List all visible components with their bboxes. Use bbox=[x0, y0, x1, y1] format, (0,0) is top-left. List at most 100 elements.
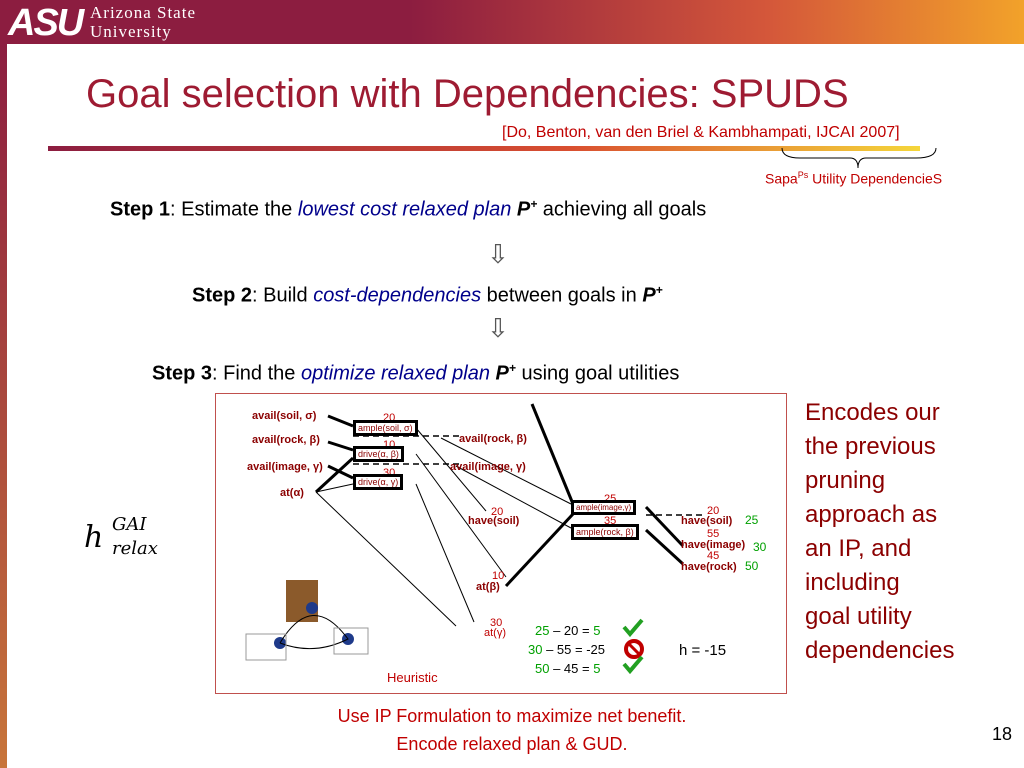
calc-a: 30 bbox=[528, 642, 543, 657]
left-accent-bar bbox=[0, 44, 7, 768]
step-3-emph: optimize relaxed plan bbox=[300, 362, 496, 385]
side-line: pruning bbox=[805, 467, 886, 494]
cost: 20 bbox=[707, 505, 720, 517]
action-box: ample(soil, σ) bbox=[353, 420, 418, 436]
left-label: at(α) bbox=[280, 487, 304, 499]
utility: 50 bbox=[745, 559, 759, 573]
step-3: Step 3: Find the optimize relaxed plan P… bbox=[152, 361, 679, 386]
calc-row: 30 – 55 = -25 bbox=[528, 642, 605, 657]
route-edge bbox=[279, 615, 349, 650]
calc-a: 50 bbox=[535, 661, 550, 676]
step-2: Step 2: Build cost-dependencies between … bbox=[192, 283, 663, 308]
step-3-plus: + bbox=[508, 361, 516, 375]
calc-r: 5 bbox=[593, 661, 601, 676]
down-arrow-icon: ⇩ bbox=[487, 240, 509, 270]
relaxed-plan-diagram: avail(soil, σ) avail(rock, β) avail(imag… bbox=[215, 393, 787, 694]
step-1-p: P bbox=[516, 198, 531, 221]
edge bbox=[327, 440, 354, 452]
edge bbox=[504, 512, 575, 588]
slide-title: Goal selection with Dependencies: SPUDS bbox=[86, 72, 849, 116]
node-icon bbox=[306, 602, 318, 614]
step-1-plus: + bbox=[530, 197, 538, 211]
step-2-plus: + bbox=[655, 283, 663, 297]
edge bbox=[644, 505, 685, 548]
calc-row: 25 – 20 = 5 bbox=[535, 623, 600, 638]
university-name: Arizona State University bbox=[90, 3, 196, 41]
diagram-edges bbox=[245, 403, 706, 675]
sapa-rest: Utility DependencieS bbox=[808, 170, 943, 187]
edge bbox=[455, 465, 572, 529]
side-line: Encodes our bbox=[805, 399, 940, 426]
goal-label: have(soil) bbox=[681, 515, 733, 527]
step-3-p: P bbox=[495, 362, 509, 385]
edge bbox=[315, 483, 354, 493]
step-2-label: Step 2 bbox=[192, 284, 253, 307]
inset-box bbox=[245, 633, 287, 661]
step-1-label: Step 1 bbox=[110, 198, 171, 221]
sapa-sup: Ps bbox=[797, 170, 809, 180]
h-value: h = -15 bbox=[679, 642, 727, 659]
step-3-label: Step 3 bbox=[152, 362, 213, 385]
inset-box bbox=[333, 627, 369, 655]
h-base: h bbox=[84, 520, 104, 555]
h-sup: GAI bbox=[112, 514, 147, 535]
header-banner bbox=[0, 0, 1024, 44]
step-2-post: between goals in bbox=[481, 284, 643, 307]
heuristic-symbol: h GAI relax bbox=[84, 514, 158, 559]
bottom-line: Use IP Formulation to maximize net benef… bbox=[337, 706, 687, 726]
step-2-text: : Build bbox=[252, 284, 314, 307]
edge bbox=[315, 491, 457, 627]
calc-a: 25 bbox=[535, 623, 550, 638]
step-1-post: achieving all goals bbox=[537, 198, 707, 221]
calc-op: – 55 = -25 bbox=[542, 642, 605, 657]
action-box: drive(α, γ) bbox=[353, 474, 404, 490]
calc-op: – 45 = bbox=[549, 661, 594, 676]
asu-logo: ASU bbox=[8, 2, 84, 44]
side-line: dependencies bbox=[805, 637, 955, 664]
prohibited-icon bbox=[624, 639, 644, 659]
mid-label: avail(rock, β) bbox=[459, 433, 527, 445]
side-text: Encodes our the previous pruning approac… bbox=[805, 396, 954, 668]
edge bbox=[415, 453, 507, 578]
brace-icon bbox=[781, 147, 937, 169]
cost: 10 bbox=[492, 570, 505, 582]
checkmark-icon bbox=[622, 655, 644, 675]
step-1-text: : Estimate the bbox=[170, 198, 298, 221]
h-sub: relax bbox=[112, 538, 158, 559]
mid-label: at(β) bbox=[476, 581, 500, 593]
side-line: goal utility bbox=[805, 603, 912, 630]
edge bbox=[415, 483, 475, 623]
side-line: an IP, and bbox=[805, 535, 912, 562]
down-arrow-icon: ⇩ bbox=[487, 314, 509, 344]
mid-label: have(soil) bbox=[468, 515, 520, 527]
edge bbox=[327, 414, 354, 428]
edge bbox=[440, 437, 572, 505]
calc-op: – 20 = bbox=[549, 623, 594, 638]
left-label: avail(rock, β) bbox=[252, 434, 320, 446]
mid-label: at(γ) bbox=[484, 627, 506, 639]
rock-image bbox=[286, 580, 318, 622]
side-line: approach as bbox=[805, 501, 938, 528]
step-2-p: P bbox=[642, 284, 656, 307]
edge bbox=[314, 456, 355, 494]
page-number: 18 bbox=[992, 724, 1013, 744]
sapa-label: SapaPs Utility DependencieS bbox=[765, 170, 942, 187]
left-label: avail(soil, σ) bbox=[252, 410, 317, 422]
cost: 20 bbox=[491, 506, 504, 518]
citation: [Do, Benton, van den Briel & Kambhampati… bbox=[502, 124, 900, 141]
calc-r: 5 bbox=[593, 623, 601, 638]
step-1: Step 1: Estimate the lowest cost relaxed… bbox=[110, 197, 706, 222]
utility: 25 bbox=[745, 513, 759, 527]
checkmark-icon bbox=[622, 618, 644, 638]
edge bbox=[530, 403, 575, 505]
side-line: the previous bbox=[805, 433, 936, 460]
action-box: drive(α, β) bbox=[353, 446, 404, 462]
sapa-base: Sapa bbox=[765, 170, 798, 187]
cost: 55 bbox=[707, 528, 720, 540]
bottom-line: Encode relaxed plan & GUD. bbox=[396, 734, 628, 754]
cost: 45 bbox=[707, 550, 720, 562]
edge bbox=[644, 528, 685, 566]
bottom-note: Use IP Formulation to maximize net benef… bbox=[0, 702, 1024, 758]
calc-row: 50 – 45 = 5 bbox=[535, 661, 600, 676]
left-label: avail(image, γ) bbox=[247, 461, 323, 473]
